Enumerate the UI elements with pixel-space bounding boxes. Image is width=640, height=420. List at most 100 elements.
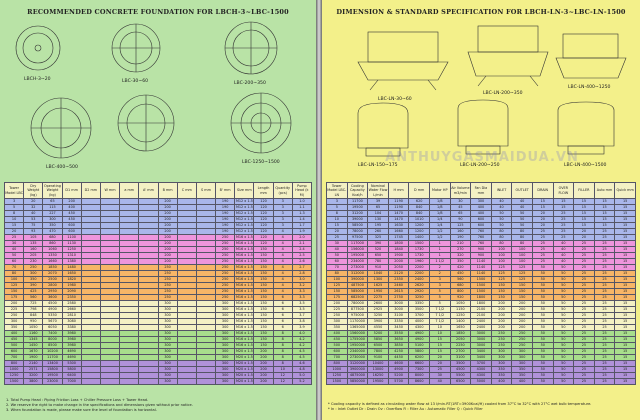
table-cell: 6500 (449, 378, 472, 386)
table-cell: 1950000 (346, 342, 369, 350)
column-header: D1 mm (61, 182, 82, 200)
table-cell: 40 (428, 378, 451, 386)
table-cell: 2340000 (346, 348, 369, 356)
table-cell: 1500 (326, 378, 348, 386)
table-cell: M20 x 1.5 (234, 366, 255, 374)
watermark: ANTHUYGASMAIDUA.VN (385, 150, 579, 165)
table-cell (119, 378, 140, 386)
table-cell: 300 (215, 378, 236, 386)
column-header: D mm (408, 182, 430, 200)
column-header: Nominal Water Flow L/min (367, 182, 389, 200)
table-cell: 25 (593, 378, 616, 386)
table-cell: M16 x 1.5 (234, 324, 255, 332)
table-cell: M16 x 1.5 (234, 252, 255, 260)
table-cell: 300 (157, 378, 178, 386)
column-header: H mm (387, 182, 410, 200)
table-cell: M12 x 1.5 (234, 222, 255, 230)
note-line: * In : Inlet Outlet Dr : Drain Ov : Over… (328, 407, 483, 411)
table-cell: M16 x 1.5 (234, 336, 255, 344)
table-cell (99, 378, 121, 386)
table-cell: 50 (531, 378, 554, 386)
table-cell: 5.2 (291, 378, 312, 386)
column-header: B' mm (215, 182, 236, 200)
table-cell: 12 (272, 378, 293, 386)
table-cell: M20 x 1.5 (234, 378, 255, 386)
table-cell: 5700 (387, 378, 410, 386)
table-cell: 3900000 (346, 366, 369, 374)
column-header: Air Volume m3/min (449, 182, 472, 200)
right-notes: * Cooling capacity is defined as circula… (328, 402, 634, 412)
column-header: Quick mm (614, 182, 636, 200)
table-cell: 1365000 (346, 324, 369, 332)
table-cell: 8600 (408, 378, 430, 386)
column-header: S mm (195, 182, 217, 200)
table-cell: M16 x 1.5 (234, 288, 255, 296)
tower-label-2: LBC-LN-200~350 (483, 90, 523, 96)
column-header: Dry Weight (kg) (23, 182, 44, 200)
table-cell: M16 x 1.5 (234, 246, 255, 254)
table-cell: M16 x 1.5 (234, 234, 255, 242)
column-header: Fan Dia mm (470, 182, 492, 200)
column-header: FILLER (573, 182, 595, 200)
drawing-label-4: LBC-400~500 (46, 164, 78, 170)
table-cell: M16 x 1.5 (234, 318, 255, 326)
table-cell: 23000 (42, 378, 63, 386)
table-cell: 19500 (367, 378, 389, 386)
table-cell: 50 (552, 378, 575, 386)
foundation-drawings: LBCH-3~20 LBC-30~60 LBC-200~350 LBC-400~… (15, 21, 292, 170)
table-cell: M16 x 1.5 (234, 258, 255, 266)
note-line: 3. When foundation is made, please make … (6, 408, 157, 412)
table-cell (176, 378, 197, 386)
table-cell: 1560000 (346, 330, 369, 338)
table-cell: M12 x 1.5 (234, 228, 255, 236)
column-header: Length mm (253, 182, 274, 200)
table-cell: M16 x 1.5 (234, 330, 255, 338)
note-line: * Cooling capacity is defined as circula… (328, 402, 592, 406)
tower-label-5: LBC-LN-200~250 (460, 162, 500, 168)
table-cell: 1170000 (346, 318, 369, 326)
table-cell: 1500 (4, 378, 25, 386)
drawing-label-2: LBC-30~60 (122, 78, 148, 84)
table-cell: M20 x 1.5 (234, 354, 255, 362)
left-page-title: RECOMMENDED CONCRETE FOUNDATION FOR LBCH… (27, 8, 289, 16)
table-cell: M20 x 1.5 (234, 348, 255, 356)
table-cell: 1755000 (346, 336, 369, 344)
table-cell: M16 x 1.5 (234, 270, 255, 278)
column-header: Operating Weight (kg) (42, 182, 63, 200)
column-header: INLET (490, 182, 513, 200)
table-cell: M16 x 1.5 (234, 342, 255, 350)
table-cell: M16 x 1.5 (234, 306, 255, 314)
table-cell (138, 378, 159, 386)
column-header: Tower Model LBC (4, 182, 25, 200)
column-header: W mm (99, 182, 121, 200)
column-header: Cooling Capacity Kcal/h (346, 182, 369, 200)
column-header: Size mm (234, 182, 255, 200)
left-page: RECOMMENDED CONCRETE FOUNDATION FOR LBCH… (0, 0, 316, 420)
table-cell: M20 x 1.5 (234, 360, 255, 368)
column-header: Quantity (pcs) (272, 182, 293, 200)
note-line: 1. Total Pump Head : Piping Friction Los… (6, 398, 149, 402)
table-cell: 5850000 (346, 378, 369, 386)
table-cell: 3120000 (346, 360, 369, 368)
column-header: a mm (119, 182, 140, 200)
table-cell: 4875000 (346, 372, 369, 380)
tower-label-3: LBC-LN-400~1250 (568, 84, 611, 90)
table-cell: M16 x 1.5 (234, 282, 255, 290)
table-cell (80, 378, 101, 386)
